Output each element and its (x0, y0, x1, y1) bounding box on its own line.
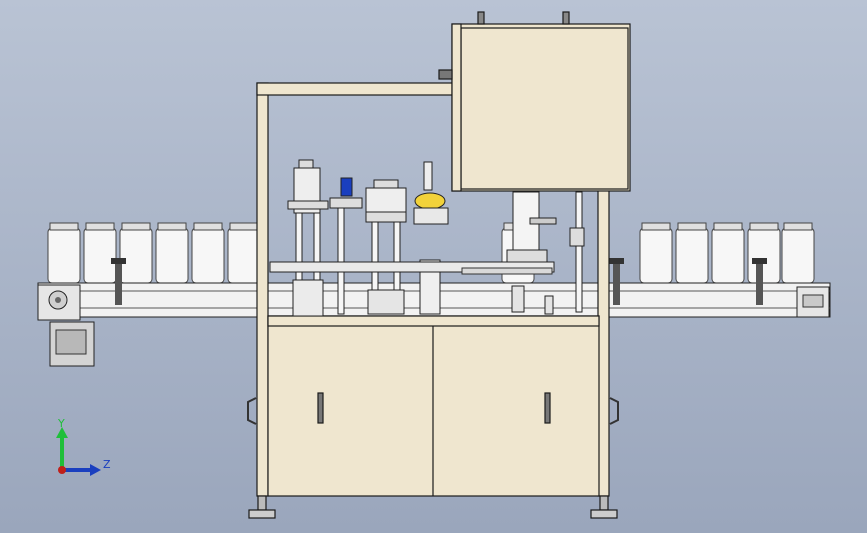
side-handle-right[interactable] (609, 397, 619, 425)
door-handle-right[interactable] (544, 392, 551, 424)
station-yellow-head (413, 161, 449, 315)
machine-frame (247, 82, 619, 519)
star-wheel-plate (269, 261, 555, 273)
bottle (155, 227, 189, 284)
box-mount-tab (438, 69, 453, 80)
station-right (506, 191, 585, 315)
bottle-cap (157, 222, 187, 231)
axis-triad: Y Z (56, 417, 111, 476)
z-axis-label: Z (103, 458, 111, 471)
bottle (781, 227, 815, 284)
bottle-cap (783, 222, 813, 231)
bottle (675, 227, 709, 284)
idler-block (802, 294, 824, 308)
bottle (639, 227, 673, 284)
bottle-cap (641, 222, 671, 231)
y-axis-label: Y (57, 417, 65, 430)
control-box-left-strip (451, 23, 462, 192)
bottle-cap (749, 222, 779, 231)
station-blue-sensor (329, 177, 363, 315)
base-top-plate (267, 315, 600, 327)
frame-top-beam (256, 82, 458, 96)
guide-clamp (609, 258, 624, 305)
z-axis-arrow (90, 464, 101, 476)
frame-left-post (256, 82, 269, 497)
bottle-cap (193, 222, 223, 231)
bottle-cap (713, 222, 743, 231)
bottle (227, 227, 261, 284)
foot-right (599, 495, 609, 511)
frame-right-post (597, 189, 610, 497)
guide-rail (461, 267, 553, 275)
bottle-cap (121, 222, 151, 231)
control-box (438, 11, 631, 192)
foot-pad-left (248, 509, 276, 519)
guide-clamp (111, 258, 126, 305)
drive-sprocket-hub (55, 297, 61, 303)
bottle-cap (677, 222, 707, 231)
blue-sensor (340, 177, 353, 197)
foot-pad-right (590, 509, 618, 519)
triad-origin (58, 466, 66, 474)
bottle-row (47, 222, 815, 284)
bottle (711, 227, 745, 284)
foot-left (257, 495, 267, 511)
y-axis-arrow (56, 427, 68, 438)
guide-clamp (752, 258, 767, 305)
yellow-capper-head (414, 192, 446, 210)
bottle (83, 227, 117, 284)
bottle-cap (229, 222, 259, 231)
side-handle-left[interactable] (247, 397, 257, 425)
bottle (47, 227, 81, 284)
motor-fins (55, 329, 87, 355)
bottle-cap (85, 222, 115, 231)
bottle (119, 227, 153, 284)
bottle (191, 227, 225, 284)
conveyor-right-end (796, 286, 830, 318)
control-box-panel (460, 27, 629, 190)
bottle (747, 227, 781, 284)
bottle-cap (49, 222, 79, 231)
door-handle-left[interactable] (317, 392, 324, 424)
box-bolt (477, 11, 485, 25)
box-bolt (562, 11, 570, 25)
